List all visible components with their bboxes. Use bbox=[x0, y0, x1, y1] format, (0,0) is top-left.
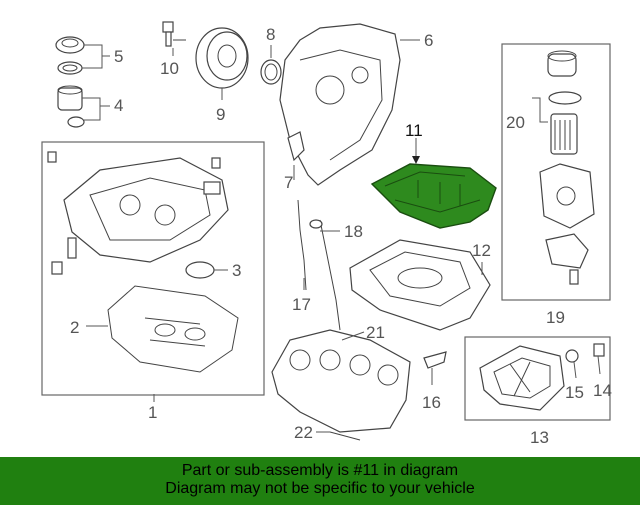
notice-line-disclaimer: Diagram may not be specific to your vehi… bbox=[165, 480, 475, 497]
part-7-bracket bbox=[287, 131, 305, 180]
callout-14[interactable]: 14 bbox=[593, 381, 612, 400]
parts-diagram: 1 2 3 4 5 6 7 8 9 10 11 12 13 14 15 16 1… bbox=[41, 21, 612, 447]
part-4-breather bbox=[57, 85, 110, 128]
part-17-18-dipstick bbox=[297, 199, 341, 331]
part-8-seal bbox=[260, 45, 282, 85]
callout-8[interactable]: 8 bbox=[266, 25, 275, 44]
callout-18[interactable]: 18 bbox=[344, 222, 363, 241]
callout-7[interactable]: 7 bbox=[284, 173, 293, 192]
part-12-upper-oil-pan bbox=[349, 239, 491, 331]
callout-6[interactable]: 6 bbox=[424, 31, 433, 50]
callout-4[interactable]: 4 bbox=[114, 96, 123, 115]
part-3-seal bbox=[185, 261, 228, 279]
part-1-valve-cover bbox=[47, 151, 229, 402]
part-16-bracket bbox=[423, 351, 447, 385]
part-6-timing-cover bbox=[279, 23, 420, 186]
callout-9[interactable]: 9 bbox=[216, 105, 225, 124]
part-19-oil-filter-housing bbox=[532, 50, 595, 285]
callout-20[interactable]: 20 bbox=[506, 113, 525, 132]
callout-5[interactable]: 5 bbox=[114, 47, 123, 66]
callout-2[interactable]: 2 bbox=[70, 318, 79, 337]
part-2-gasket bbox=[86, 285, 239, 373]
part-5-filler-cap bbox=[55, 36, 110, 75]
callout-22[interactable]: 22 bbox=[294, 423, 313, 442]
group-box-19 bbox=[501, 43, 611, 301]
notice-banner: Part or sub-assembly is #11 in diagram D… bbox=[0, 457, 640, 505]
part-11-baffle-highlighted bbox=[370, 138, 497, 229]
callout-12[interactable]: 12 bbox=[472, 241, 491, 260]
callout-3[interactable]: 3 bbox=[232, 261, 241, 280]
part-10-bolt bbox=[162, 21, 186, 56]
part-22-gasket bbox=[316, 431, 361, 441]
callout-10[interactable]: 10 bbox=[160, 59, 179, 78]
callout-1[interactable]: 1 bbox=[148, 403, 157, 422]
callout-13[interactable]: 13 bbox=[530, 428, 549, 447]
part-9-pulley bbox=[195, 27, 249, 100]
callout-15[interactable]: 15 bbox=[565, 383, 584, 402]
part-21-intake-manifold bbox=[271, 329, 411, 433]
group-box-1 bbox=[41, 141, 265, 396]
part-13-lower-oil-pan bbox=[479, 343, 605, 411]
callout-16[interactable]: 16 bbox=[422, 393, 441, 412]
callout-17[interactable]: 17 bbox=[292, 295, 311, 314]
callout-21[interactable]: 21 bbox=[366, 323, 385, 342]
group-box-13 bbox=[464, 336, 611, 421]
callout-11[interactable]: 11 bbox=[405, 121, 423, 140]
callout-19[interactable]: 19 bbox=[546, 308, 565, 327]
notice-line-part: Part or sub-assembly is #11 in diagram bbox=[181, 462, 459, 479]
